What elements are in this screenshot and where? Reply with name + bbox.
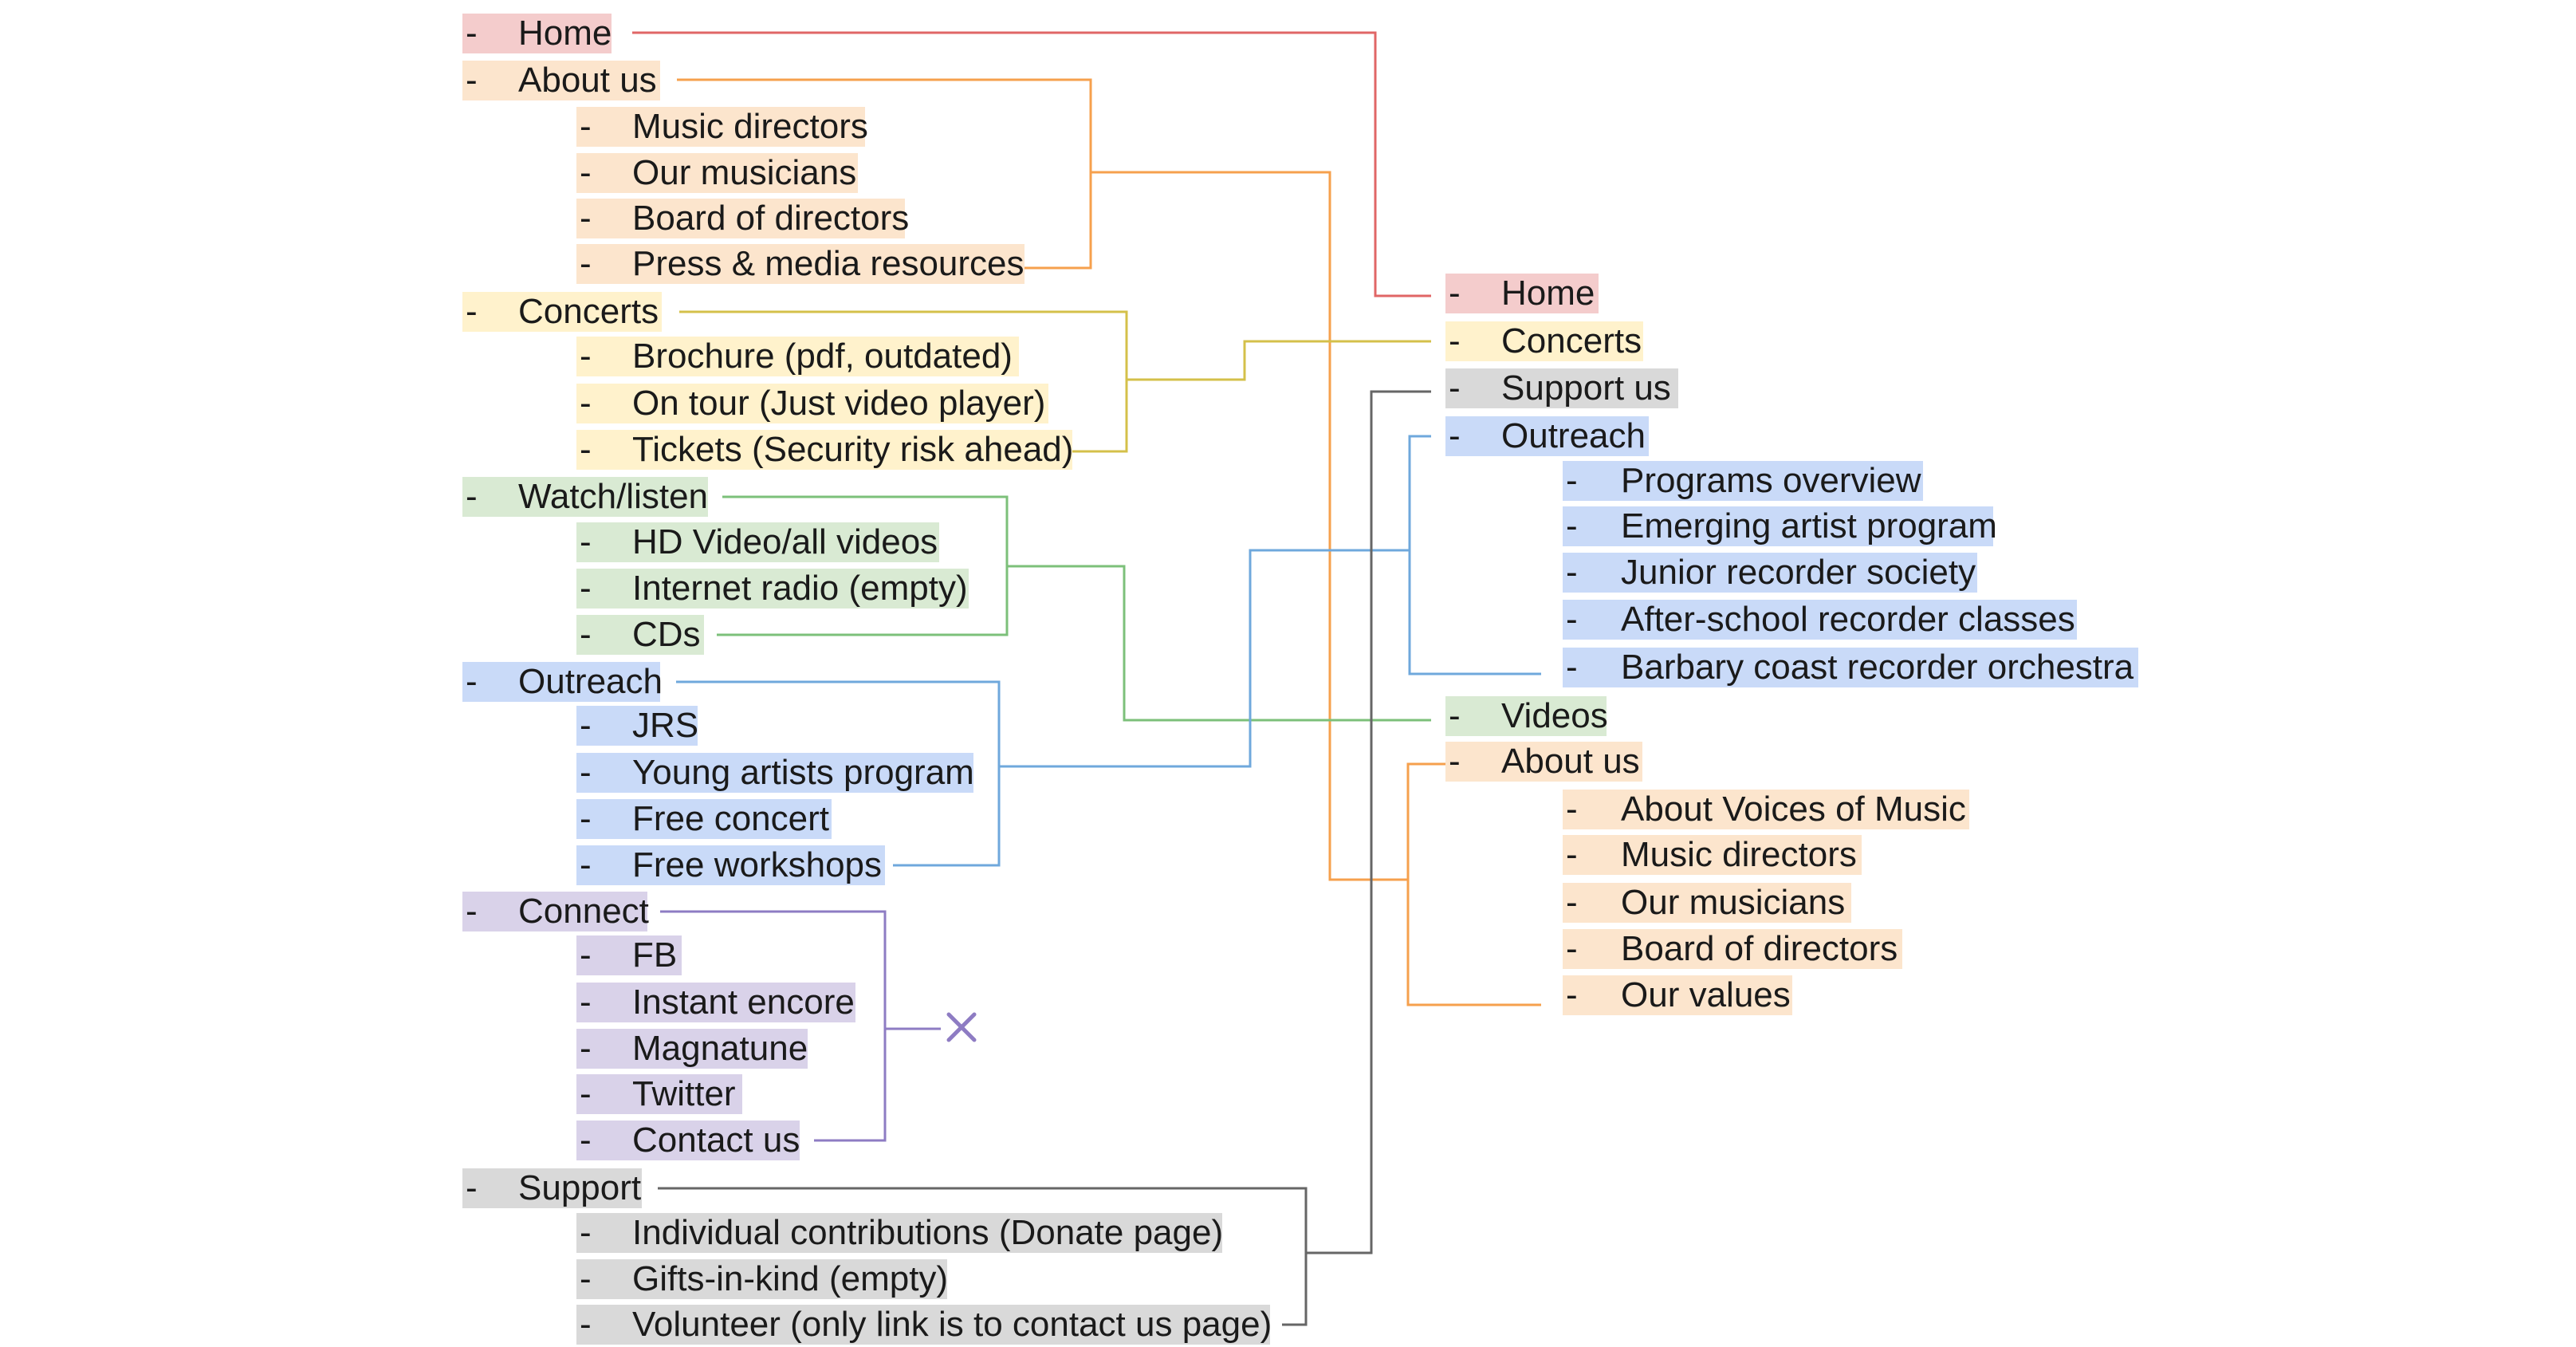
old-connect-label: Connect bbox=[518, 892, 649, 931]
new-outreach[interactable]: - Outreach bbox=[1445, 416, 1649, 456]
removed-x-icon bbox=[946, 1012, 977, 1042]
old-home-label: Home bbox=[518, 14, 612, 53]
new-outreach-child[interactable]: - Programs overview bbox=[1563, 461, 1923, 501]
old-watch-listen-label: Watch/listen bbox=[518, 477, 709, 516]
connector-concerts-main bbox=[1127, 340, 1431, 381]
old-outreach[interactable]: - Outreach bbox=[462, 662, 663, 702]
old-outreach-child[interactable]: - Free workshops bbox=[576, 845, 885, 885]
old-about-us-child[interactable]: - Press & media resources bbox=[576, 244, 1025, 284]
connector-connect bbox=[660, 910, 887, 1142]
old-connect-child[interactable]: - Magnatune bbox=[576, 1029, 808, 1069]
connector-watch-main bbox=[1007, 565, 1431, 722]
new-outreach-child[interactable]: - Emerging artist program bbox=[1563, 506, 1997, 546]
old-connect[interactable]: - Connect bbox=[462, 892, 649, 931]
new-home[interactable]: - Home bbox=[1445, 274, 1599, 313]
new-concerts[interactable]: - Concerts bbox=[1445, 321, 1643, 361]
old-outreach-child[interactable]: - Young artists program bbox=[576, 753, 974, 793]
old-connect-child[interactable]: - Twitter bbox=[576, 1074, 742, 1114]
old-watch-listen[interactable]: - Watch/listen bbox=[462, 477, 708, 517]
new-about-us[interactable]: - About us bbox=[1445, 742, 1642, 782]
new-about-us-child[interactable]: - Our values bbox=[1563, 975, 1792, 1015]
new-about-us-child[interactable]: - About Voices of Music bbox=[1563, 790, 1969, 829]
new-outreach-child[interactable]: - After-school recorder classes bbox=[1563, 600, 2077, 640]
new-support-us[interactable]: - Support us bbox=[1445, 368, 1678, 408]
old-support-child[interactable]: - Volunteer (only link is to contact us … bbox=[576, 1305, 1272, 1345]
new-support-us-label: Support us bbox=[1501, 368, 1671, 408]
connector-support-main bbox=[1306, 390, 1431, 1254]
connector-support bbox=[658, 1187, 1308, 1326]
connector-home bbox=[632, 31, 1431, 297]
new-home-label: Home bbox=[1501, 274, 1595, 313]
new-about-us-label: About us bbox=[1501, 742, 1640, 781]
old-watch-child[interactable]: - Internet radio (empty) bbox=[576, 569, 969, 609]
old-home[interactable]: - Home bbox=[462, 14, 612, 53]
connector-concerts bbox=[679, 310, 1128, 453]
old-connect-child[interactable]: - FB bbox=[576, 935, 682, 975]
new-outreach-label: Outreach bbox=[1501, 416, 1646, 455]
old-outreach-child[interactable]: - JRS bbox=[576, 706, 698, 746]
new-concerts-label: Concerts bbox=[1501, 321, 1642, 360]
connector-outreach-new bbox=[1408, 435, 1541, 675]
bullet: - bbox=[466, 14, 478, 53]
old-concerts-label: Concerts bbox=[518, 292, 659, 331]
old-support-label: Support bbox=[518, 1168, 642, 1207]
old-concerts[interactable]: - Concerts bbox=[462, 292, 662, 332]
old-watch-child[interactable]: - HD Video/all videos bbox=[576, 522, 939, 562]
new-videos[interactable]: - Videos bbox=[1445, 696, 1608, 736]
new-about-us-child[interactable]: - Board of directors bbox=[1563, 929, 1902, 969]
new-outreach-child[interactable]: - Junior recorder society bbox=[1563, 553, 1977, 593]
connector-outreach-main bbox=[999, 549, 1410, 768]
old-concerts-child[interactable]: - On tour (Just video player) bbox=[576, 384, 1048, 423]
old-support-child[interactable]: - Individual contributions (Donate page) bbox=[576, 1213, 1223, 1253]
old-connect-child[interactable]: - Instant encore bbox=[576, 983, 855, 1022]
old-concerts-child[interactable]: - Tickets (Security risk ahead) bbox=[576, 430, 1073, 470]
old-watch-child[interactable]: - CDs bbox=[576, 615, 704, 655]
connector-about-us-new bbox=[1406, 762, 1541, 1006]
old-about-us-child[interactable]: - Music directors bbox=[576, 107, 868, 147]
new-about-us-child[interactable]: - Our musicians bbox=[1563, 883, 1851, 923]
old-support[interactable]: - Support bbox=[462, 1168, 642, 1208]
new-about-us-child[interactable]: - Music directors bbox=[1563, 835, 1862, 875]
connector-outreach bbox=[676, 680, 1001, 867]
old-connect-child[interactable]: - Contact us bbox=[576, 1121, 800, 1160]
old-about-us-label: About us bbox=[518, 61, 657, 100]
old-outreach-child[interactable]: - Free concert bbox=[576, 799, 832, 839]
connector-about-us bbox=[677, 78, 1092, 270]
old-about-us-child[interactable]: - Board of directors bbox=[576, 199, 909, 238]
connector-about-us-main bbox=[1091, 171, 1408, 881]
old-concerts-child[interactable]: - Brochure (pdf, outdated) bbox=[576, 337, 1019, 376]
old-about-us-child[interactable]: - Our musicians bbox=[576, 153, 858, 193]
new-videos-label: Videos bbox=[1501, 696, 1608, 735]
connector-watch bbox=[717, 495, 1009, 636]
new-outreach-child[interactable]: - Barbary coast recorder orchestra bbox=[1563, 648, 2138, 687]
old-about-us[interactable]: - About us bbox=[462, 61, 660, 100]
old-outreach-label: Outreach bbox=[518, 662, 663, 701]
old-support-child[interactable]: - Gifts-in-kind (empty) bbox=[576, 1259, 948, 1299]
